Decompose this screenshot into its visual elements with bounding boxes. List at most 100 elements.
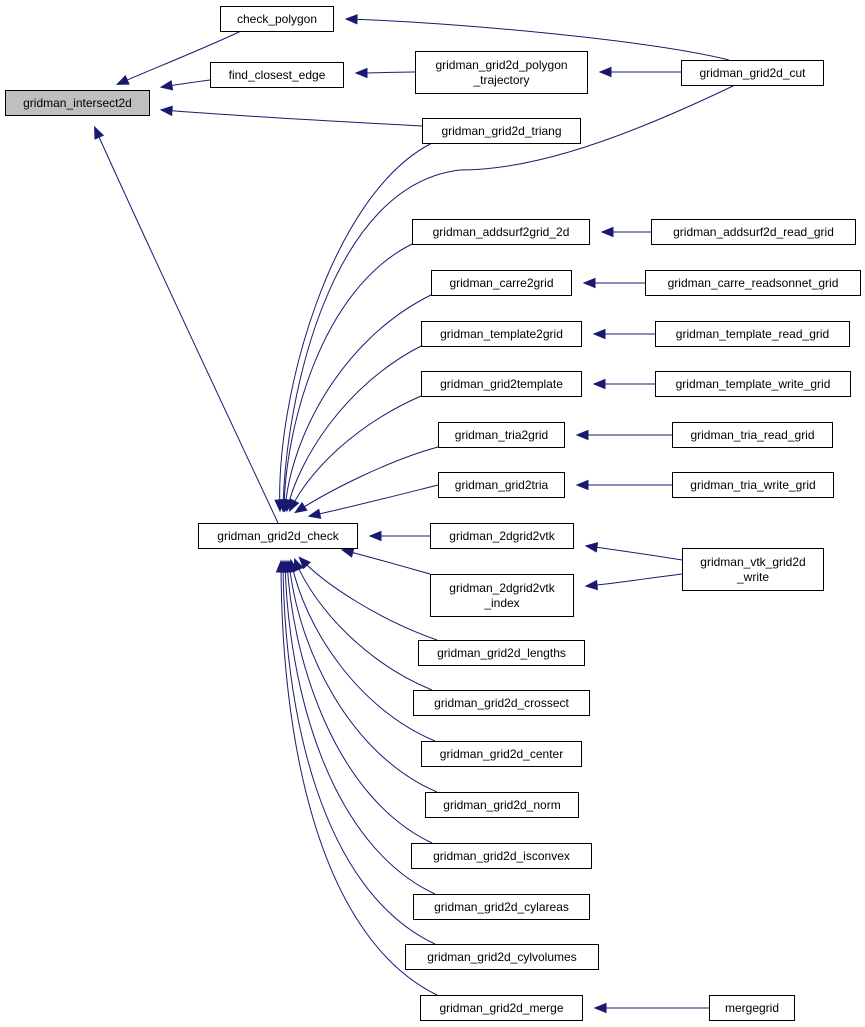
node-box[interactable] (418, 640, 585, 666)
node-gridman-grid2d-crossect[interactable]: gridman_grid2d_crossect (413, 690, 590, 716)
node-label: gridman_intersect2d (23, 96, 132, 110)
node-gridman-tria2grid[interactable]: gridman_tria2grid (438, 422, 565, 448)
edge-arrowhead (307, 508, 322, 519)
node-gridman-vtk-grid2d-write[interactable]: gridman_vtk_grid2d_write (682, 548, 824, 591)
node-gridman-grid2d-center[interactable]: gridman_grid2d_center (421, 741, 582, 767)
edge-arrowhead (582, 277, 596, 289)
node-label: gridman_grid2template (440, 377, 563, 391)
edge-gridman_grid2d_cut-to-check_polygon (344, 14, 730, 61)
node-box[interactable] (411, 843, 592, 869)
edge-arrowhead (298, 556, 311, 570)
node-gridman-tria-read-grid[interactable]: gridman_tria_read_grid (672, 422, 833, 448)
node-box[interactable] (421, 741, 582, 767)
node-gridman-grid2d-cylareas[interactable]: gridman_grid2d_cylareas (413, 894, 590, 920)
node-box[interactable] (438, 472, 565, 498)
node-box[interactable] (430, 574, 574, 617)
edge-arrowhead (344, 14, 358, 25)
edge-gridman_addsurf2d_read_grid-to-gridman_addsurf2grid_2d (600, 226, 652, 238)
edge-arrowhead (159, 105, 173, 117)
node-label: gridman_grid2d_center (440, 747, 563, 761)
edge-gridman_grid2tria-to-gridman_grid2d_check (307, 484, 439, 519)
node-box[interactable] (672, 472, 834, 498)
node-gridman-template-read-grid[interactable]: gridman_template_read_grid (655, 321, 850, 347)
node-box[interactable] (655, 321, 850, 347)
node-gridman-2dgrid2vtk[interactable]: gridman_2dgrid2vtk (430, 523, 574, 549)
node-box[interactable] (210, 62, 344, 88)
node-box[interactable] (681, 60, 824, 86)
edge-line (286, 345, 422, 511)
node-box[interactable] (709, 995, 795, 1021)
edge-mergegrid-to-gridman_grid2d_merge (593, 1002, 709, 1014)
node-gridman-template2grid[interactable]: gridman_template2grid (421, 321, 582, 347)
edge-line (283, 243, 413, 511)
node-gridman-carre-readsonnet-grid[interactable]: gridman_carre_readsonnet_grid (645, 270, 861, 296)
node-gridman-grid2d-check[interactable]: gridman_grid2d_check (198, 523, 358, 549)
node-box[interactable] (5, 90, 150, 116)
node-label: gridman_carre2grid (449, 276, 553, 290)
edge-arrowhead (368, 530, 382, 542)
node-box[interactable] (421, 371, 582, 397)
edge-line (94, 127, 279, 524)
node-gridman-grid2d-norm[interactable]: gridman_grid2d_norm (425, 792, 579, 818)
node-mergegrid[interactable]: mergegrid (709, 995, 795, 1021)
node-label: gridman_tria_write_grid (690, 478, 815, 492)
edge-arrowhead (94, 125, 105, 140)
node-box[interactable] (438, 422, 565, 448)
node-box[interactable] (220, 6, 334, 32)
edge-arrowhead (294, 501, 308, 514)
node-check-polygon[interactable]: check_polygon (220, 6, 334, 32)
node-label: _write (736, 570, 769, 584)
node-box[interactable] (405, 944, 599, 970)
node-label: gridman_template2grid (440, 327, 563, 341)
node-gridman-grid2d-merge[interactable]: gridman_grid2d_merge (420, 995, 583, 1021)
node-box[interactable] (198, 523, 358, 549)
node-gridman-tria-write-grid[interactable]: gridman_tria_write_grid (672, 472, 834, 498)
node-box[interactable] (422, 118, 581, 144)
node-gridman-grid2d-polygon-trajectory[interactable]: gridman_grid2d_polygon_trajectory (415, 51, 588, 94)
edge-arrowhead (159, 80, 174, 91)
edge-line (284, 294, 432, 511)
node-gridman-grid2d-cylvolumes[interactable]: gridman_grid2d_cylvolumes (405, 944, 599, 970)
edge-arrowhead (593, 1002, 607, 1014)
edge-line (586, 573, 683, 587)
node-box[interactable] (421, 321, 582, 347)
node-box[interactable] (415, 51, 588, 94)
node-gridman-2dgrid2vtk-index[interactable]: gridman_2dgrid2vtk_index (430, 574, 574, 617)
edge-gridman_vtk_grid2d_write-to-gridman_2dgrid2vtk (584, 542, 683, 561)
node-box[interactable] (413, 690, 590, 716)
edge-line (284, 561, 436, 895)
node-box[interactable] (682, 548, 824, 591)
node-box[interactable] (430, 523, 574, 549)
node-label: gridman_grid2d_triang (441, 124, 561, 138)
node-box[interactable] (651, 219, 856, 245)
node-label: gridman_grid2d_cylareas (434, 900, 569, 914)
node-box[interactable] (420, 995, 583, 1021)
node-box[interactable] (655, 371, 851, 397)
node-gridman-addsurf2grid-2d[interactable]: gridman_addsurf2grid_2d (412, 219, 590, 245)
node-box[interactable] (672, 422, 833, 448)
node-gridman-carre2grid[interactable]: gridman_carre2grid (431, 270, 572, 296)
node-gridman-grid2d-triang[interactable]: gridman_grid2d_triang (422, 118, 581, 144)
node-box[interactable] (645, 270, 861, 296)
node-find-closest-edge[interactable]: find_closest_edge (210, 62, 344, 88)
edge-line (280, 561, 438, 996)
node-gridman-grid2tria[interactable]: gridman_grid2tria (438, 472, 565, 498)
node-label: gridman_template_write_grid (676, 377, 831, 391)
node-gridman-grid2d-cut[interactable]: gridman_grid2d_cut (681, 60, 824, 86)
edge-line (279, 142, 433, 511)
node-gridman-grid2d-lengths[interactable]: gridman_grid2d_lengths (418, 640, 585, 666)
edge-arrowhead (575, 429, 589, 441)
edge-arrowhead (592, 378, 606, 390)
node-gridman-addsurf2d-read-grid[interactable]: gridman_addsurf2d_read_grid (651, 219, 856, 245)
node-gridman-template-write-grid[interactable]: gridman_template_write_grid (655, 371, 851, 397)
node-box[interactable] (425, 792, 579, 818)
node-gridman-grid2template[interactable]: gridman_grid2template (421, 371, 582, 397)
node-gridman-intersect2d[interactable]: gridman_intersect2d (5, 90, 150, 116)
edge-arrowhead (584, 542, 599, 553)
node-gridman-grid2d-isconvex[interactable]: gridman_grid2d_isconvex (411, 843, 592, 869)
edge-gridman_tria2grid-to-gridman_grid2d_check (294, 446, 439, 514)
node-box[interactable] (431, 270, 572, 296)
node-box[interactable] (412, 219, 590, 245)
node-box[interactable] (413, 894, 590, 920)
